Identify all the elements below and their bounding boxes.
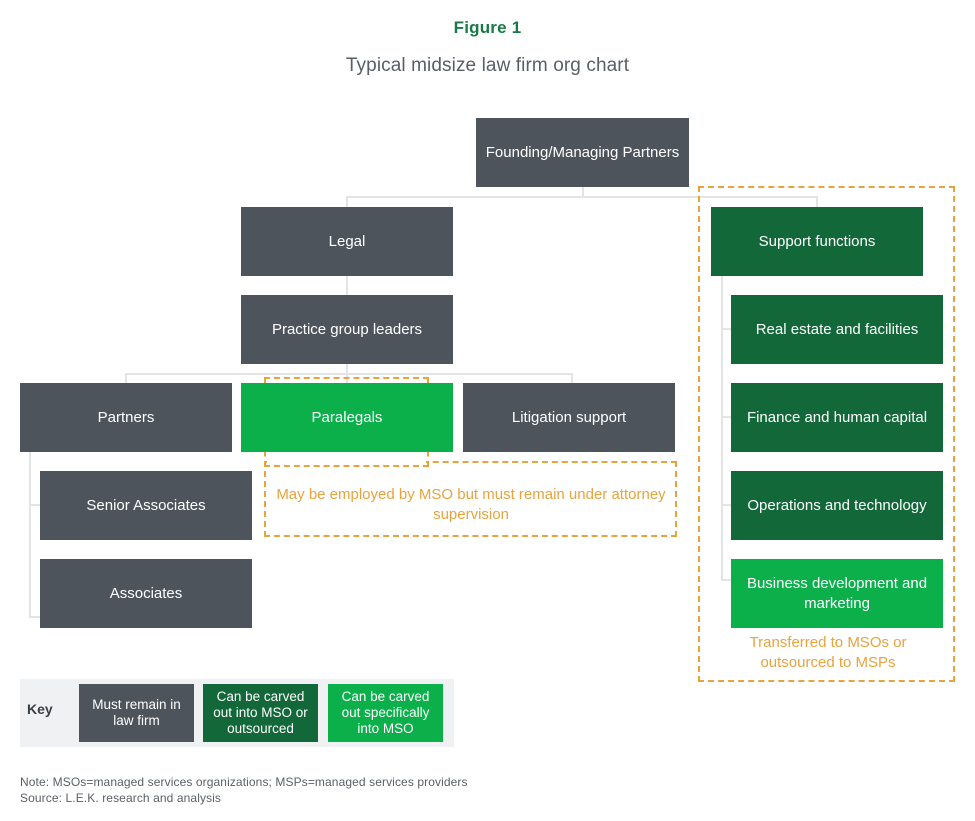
node-associates[interactable]: Associates [40,559,252,628]
connector-to-partners [125,373,127,385]
node-paralegals[interactable]: Paralegals [241,383,453,452]
connector-to-associates [29,616,42,618]
connector-to-support [816,196,818,208]
node-business-development-and-marketing[interactable]: Business development and marketing [731,559,943,628]
connector-partners-spine [29,451,31,617]
key-item-label: Must remain in law firm [92,696,181,728]
key-item-label: Can be carved out specifically into MSO [341,688,430,737]
connector-to-legal [346,196,348,208]
node-label: Paralegals [311,408,383,426]
node-real-estate-and-facilities[interactable]: Real estate and facilities [731,295,943,364]
key-item-carved-out-or-outsourced[interactable]: Can be carved out into MSO or outsourced [203,684,318,742]
node-label: Practice group leaders [271,320,423,338]
annotation-support-transfer: Transferred to MSOs or outsourced to MSP… [749,634,907,672]
connector-to-business-development [721,579,732,581]
key-item-must-remain[interactable]: Must remain in law firm [79,684,194,742]
node-label: Business development and marketing [746,575,928,612]
node-label: Associates [109,584,183,602]
key-item-label: Can be carved out into MSO or outsourced [213,688,308,737]
node-label: Real estate and facilities [755,320,919,338]
connector-support-spine [721,275,723,580]
node-label: Partners [97,408,155,426]
connector-founding-down [582,186,584,198]
connector-to-litigation [571,373,573,385]
node-label: Senior Associates [86,496,206,514]
figure-label: Figure 1 [453,18,522,37]
dashed-join-mask [267,459,426,465]
node-operations-and-technology[interactable]: Operations and technology [731,471,943,540]
node-label: Founding/Managing Partners [485,143,680,161]
key-item-carved-out-into-mso[interactable]: Can be carved out specifically into MSO [328,684,443,742]
dashed-region-support [698,186,955,682]
footnote-source: Source: L.E.K. research and analysis [20,791,222,805]
node-senior-associates[interactable]: Senior Associates [40,471,252,540]
node-partners[interactable]: Partners [20,383,232,452]
node-label: Finance and human capital [746,408,928,426]
connector-level1-bus [346,196,818,198]
connector-pgl-down [346,363,348,375]
node-litigation-support[interactable]: Litigation support [463,383,675,452]
connector-to-real-estate [721,328,732,330]
connector-to-paralegals [346,373,348,385]
connector-to-finance [721,416,732,418]
connector-level3-bus [125,373,573,375]
node-label: Support functions [758,232,876,250]
node-label: Operations and technology [747,496,927,514]
connector-legal-to-pgl [346,275,348,296]
footnote-note: Note: MSOs=managed services organization… [20,775,468,789]
figure-subtitle: Typical midsize law firm org chart [345,55,630,76]
node-legal[interactable]: Legal [241,207,453,276]
connector-to-senior-associates [29,504,42,506]
node-finance-and-human-capital[interactable]: Finance and human capital [731,383,943,452]
node-support-functions[interactable]: Support functions [711,207,923,276]
key-label: Key [27,701,53,717]
annotation-paralegal-supervision: May be employed by MSO but must remain u… [276,486,666,524]
node-label: Litigation support [511,408,627,426]
connector-to-operations [721,504,732,506]
node-label: Legal [328,232,366,250]
node-founding-managing-partners[interactable]: Founding/Managing Partners [476,118,689,187]
dashed-region-paralegals-note [264,461,677,537]
node-practice-group-leaders[interactable]: Practice group leaders [241,295,453,364]
